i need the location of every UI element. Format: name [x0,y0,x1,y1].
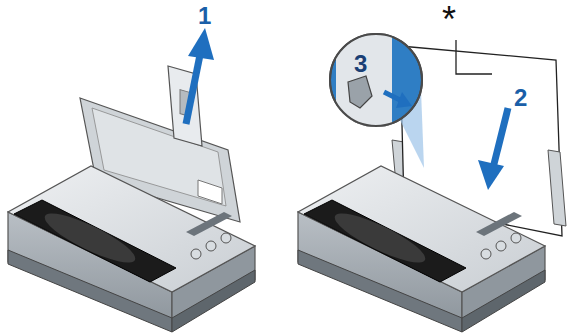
magnifier-rim [330,34,422,126]
paper-guide [548,150,566,226]
callout-mark: * [442,2,456,38]
guide-latch [348,76,372,108]
detail-magnifier [330,34,424,168]
printer-body [8,166,255,332]
callout-number: 1 [198,4,211,28]
tray-label [198,180,222,204]
left-printer [8,28,255,332]
arrow-head [478,160,504,190]
arrow-shaft [384,92,400,100]
callout-number: 2 [514,86,527,110]
printer-body [298,166,545,332]
magnifier-circle [330,34,422,126]
arrow-shaft [186,50,201,124]
callout-number: 3 [354,52,367,76]
edge-bracket [456,40,492,74]
arrow-shaft [493,108,508,168]
arrow-head [396,92,412,108]
arrow-head [188,28,214,60]
